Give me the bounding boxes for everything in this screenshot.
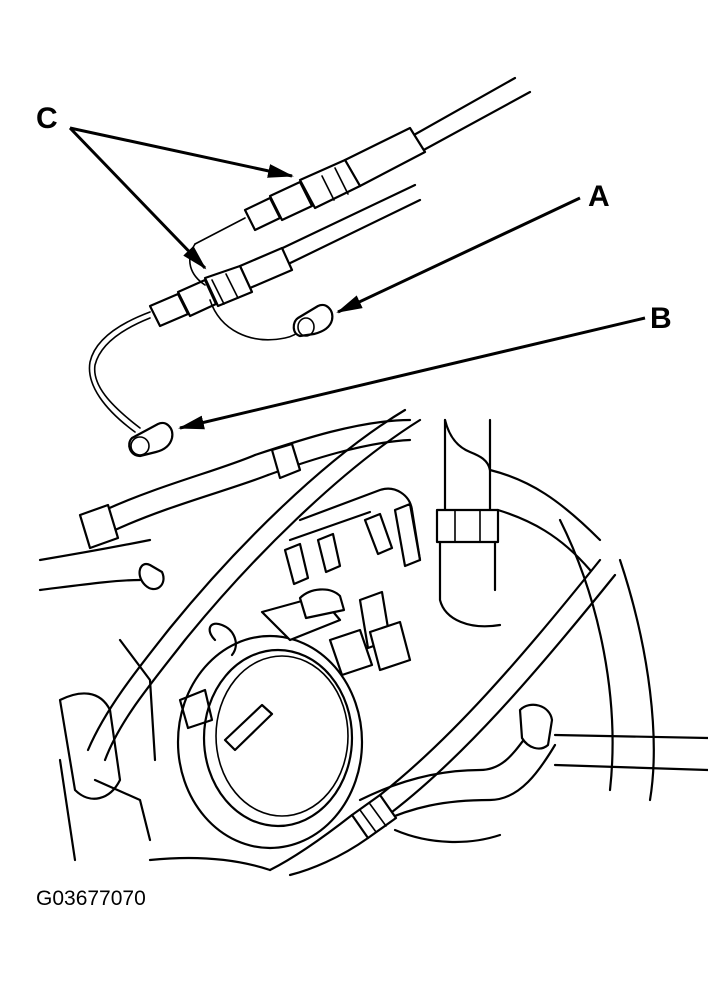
cap-a (292, 303, 334, 338)
label-c: C (36, 102, 58, 135)
label-b: B (650, 302, 672, 335)
leader-lines (68, 126, 646, 430)
cap-b (128, 421, 174, 458)
throttle-body-area (38, 408, 708, 877)
figure-id: G03677070 (36, 887, 146, 910)
cable-assembly (88, 76, 532, 433)
throttle-bore (176, 634, 364, 850)
label-a: A (588, 180, 610, 213)
